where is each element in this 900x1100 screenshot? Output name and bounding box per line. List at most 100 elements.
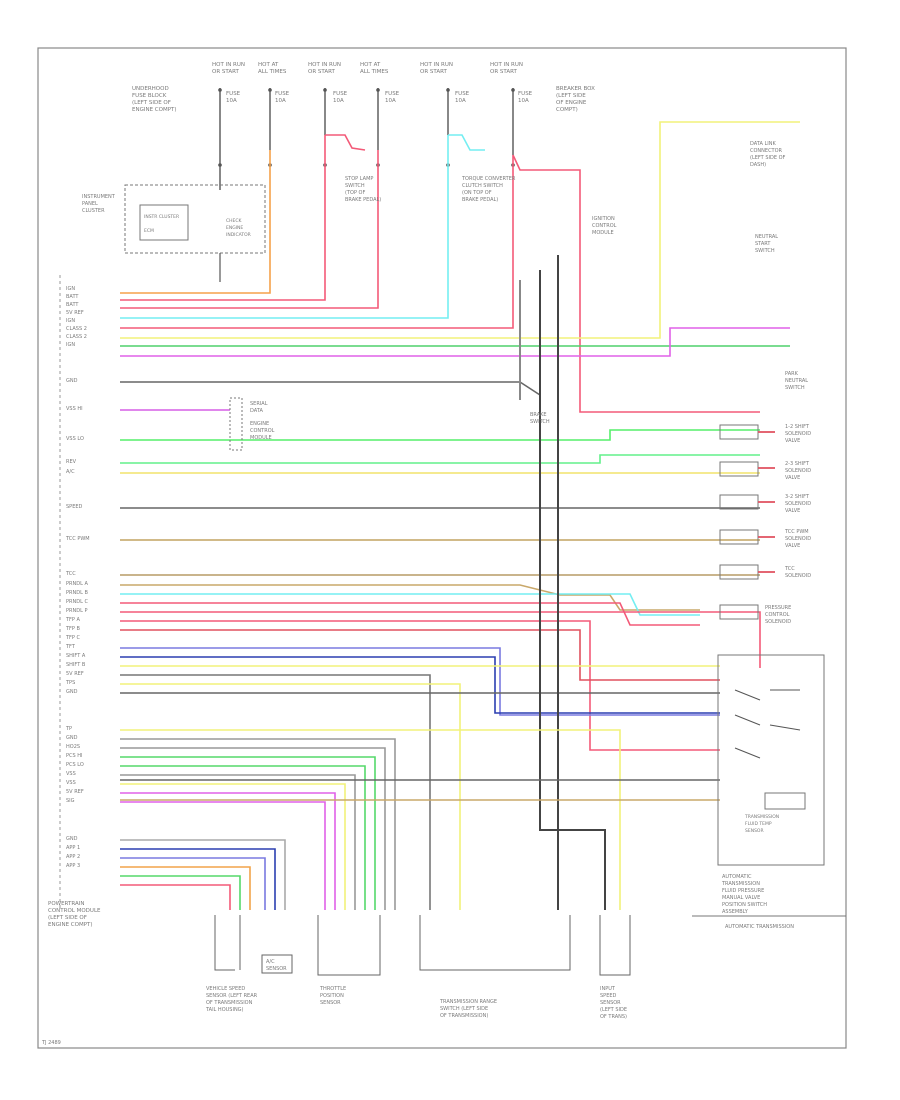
ecm-line1: POWERTRAIN: [48, 901, 84, 907]
comp-4-l1: TCC PWM: [784, 529, 809, 535]
fuse-6-line4: 10A: [518, 98, 529, 104]
component-4: [719, 529, 759, 545]
comp-5-l2: SOLENOID: [785, 573, 811, 579]
fuse-3-line4: 10A: [333, 98, 344, 104]
neutral-l1: NEUTRAL: [755, 234, 778, 240]
pin-35: VSS: [66, 780, 76, 786]
bottom-labels: VEHICLE SPEED SENSOR (LEFT REAR OF TRANS…: [205, 959, 627, 1020]
tps-l3: SENSOR: [320, 1000, 341, 1006]
right-components: 1-2 SHIFT SOLENOID VALVE 2-3 SHIFT SOLEN…: [719, 424, 811, 625]
fuse-1-line1: HOT IN RUN: [212, 62, 245, 68]
lower-wires: [120, 729, 720, 910]
cluster-side-2: ENGINE: [226, 225, 243, 231]
pin-24: SHIFT A: [66, 653, 86, 659]
pin-18: PRNDL C: [66, 599, 88, 605]
cluster-label-1: INSTRUMENT: [82, 194, 116, 200]
component-6: [719, 604, 759, 620]
pin-6: CLASS 2: [66, 334, 87, 340]
top-left-line3: (LEFT SIDE OF: [132, 100, 171, 106]
vss-l2: SENSOR (LEFT REAR: [206, 993, 258, 999]
cruise-right-l2: CONTROL: [592, 223, 617, 229]
top-right-line2: (LEFT SIDE: [556, 93, 586, 99]
pin-37: SIG: [66, 798, 75, 804]
fuse-labels: HOT IN RUN OR START FUSE 10A HOT AT ALL …: [212, 62, 533, 104]
switches-l2: SWITCH (LEFT SIDE: [440, 1006, 488, 1012]
data-link-l4: DASH): [750, 162, 766, 168]
vss-l1: VEHICLE SPEED: [206, 986, 245, 992]
pin-3: 5V REF: [66, 310, 84, 316]
fwd-neutral-l2: NEUTRAL: [785, 378, 808, 384]
top-right-block: BREAKER BOX (LEFT SIDE OF ENGINE COMPT): [556, 86, 595, 113]
fuse-2-line3: FUSE: [275, 91, 290, 97]
fuse-4-line4: 10A: [385, 98, 396, 104]
trans-box-l1: AUTOMATIC: [722, 874, 752, 880]
comp-2-l1: 2-3 SHIFT: [785, 461, 810, 467]
pin-22: TFP C: [65, 635, 81, 641]
cluster-inner-2: ECM: [144, 228, 154, 234]
trans-sub-2: FLUID TEMP: [745, 821, 772, 827]
trans-box-frame: [717, 654, 825, 866]
cluster-inner-1: INSTR CLUSTER: [144, 214, 179, 220]
tcc-switch-line1: TORQUE CONVERTER: [461, 176, 516, 182]
footer-code: TJ 2489: [41, 1040, 61, 1046]
comp-3-l1: 3-2 SHIFT: [785, 494, 810, 500]
serial-box: [229, 397, 243, 451]
cluster-label-3: CLUSTER: [82, 208, 105, 214]
pin-36: 5V REF: [66, 789, 84, 795]
trans-box-l6: ASSEMBLY: [722, 909, 749, 915]
pin-10: VSS LO: [66, 436, 84, 442]
comp-5-l1: TCC: [784, 566, 795, 572]
cluster-inner-box: [139, 204, 189, 241]
speed-l4: (LEFT SIDE: [600, 1007, 627, 1013]
cluster-side-3: INDICATOR: [226, 232, 251, 238]
tcc-switch-line2: CLUTCH SWITCH: [462, 183, 503, 189]
comp-6-l3: SOLENOID: [765, 619, 791, 625]
fuse-4-line3: FUSE: [385, 91, 400, 97]
pin-7: IGN: [66, 342, 75, 348]
small-l1: A/C: [266, 959, 275, 965]
trans-footer: AUTOMATIC TRANSMISSION: [725, 924, 794, 930]
pin-4: IGN: [66, 318, 75, 324]
top-right-line3: OF ENGINE: [556, 100, 587, 106]
diagram-frame: [37, 47, 847, 1049]
component-2: [719, 461, 759, 477]
pin-11: REV: [66, 459, 77, 465]
fuse-5-line1: HOT IN RUN: [420, 62, 453, 68]
pin-21: TFP B: [65, 626, 81, 632]
pin-9: VSS HI: [66, 406, 83, 412]
tps-l1: THROTTLE: [319, 986, 346, 992]
ecm-line2: CONTROL MODULE: [48, 908, 101, 914]
stop-lamp-line4: BRAKE PEDAL): [345, 197, 381, 203]
speed-l2: SPEED: [600, 993, 617, 999]
fuse-2-line2: ALL TIMES: [258, 69, 287, 75]
trans-box-l4: MANUAL VALVE: [722, 895, 760, 901]
harness-wires: [120, 121, 800, 910]
vss-l3: OF TRANSMISSION: [206, 1000, 253, 1006]
pin-0: IGN: [66, 286, 75, 292]
fuse-4-line1: HOT AT: [360, 62, 381, 68]
trans-box-l5: POSITION SWITCH: [722, 902, 767, 908]
comp-4-l2: SOLENOID: [785, 536, 811, 542]
comp-2-l2: SOLENOID: [785, 468, 811, 474]
comp-1-l1: 1-2 SHIFT: [785, 424, 810, 430]
pin-17: PRNDL B: [66, 590, 88, 596]
pin-20: TFP A: [65, 617, 81, 623]
component-1: [719, 424, 759, 440]
small-sensor-box: [261, 954, 293, 974]
pin-39: APP 1: [66, 845, 80, 851]
fuse-4-line2: ALL TIMES: [360, 69, 389, 75]
pin-16: PRNDL A: [66, 581, 88, 587]
top-right-line4: COMPT): [556, 107, 578, 113]
top-left-line1: UNDERHOOD: [132, 86, 169, 92]
fuse-3-line3: FUSE: [333, 91, 348, 97]
top-left-label: UNDERHOOD FUSE BLOCK (LEFT SIDE OF ENGIN…: [132, 86, 177, 113]
cruise-right-l1: IGNITION: [592, 216, 615, 222]
top-wires: [120, 134, 760, 413]
pin-28: GND: [66, 689, 78, 695]
pin-25: SHIFT B: [66, 662, 86, 668]
data-link-l3: (LEFT SIDE OF: [750, 155, 786, 161]
top-right-line1: BREAKER BOX: [556, 86, 595, 92]
neutral-l3: SWITCH: [755, 248, 775, 254]
serial-l1: SERIAL: [250, 401, 268, 407]
